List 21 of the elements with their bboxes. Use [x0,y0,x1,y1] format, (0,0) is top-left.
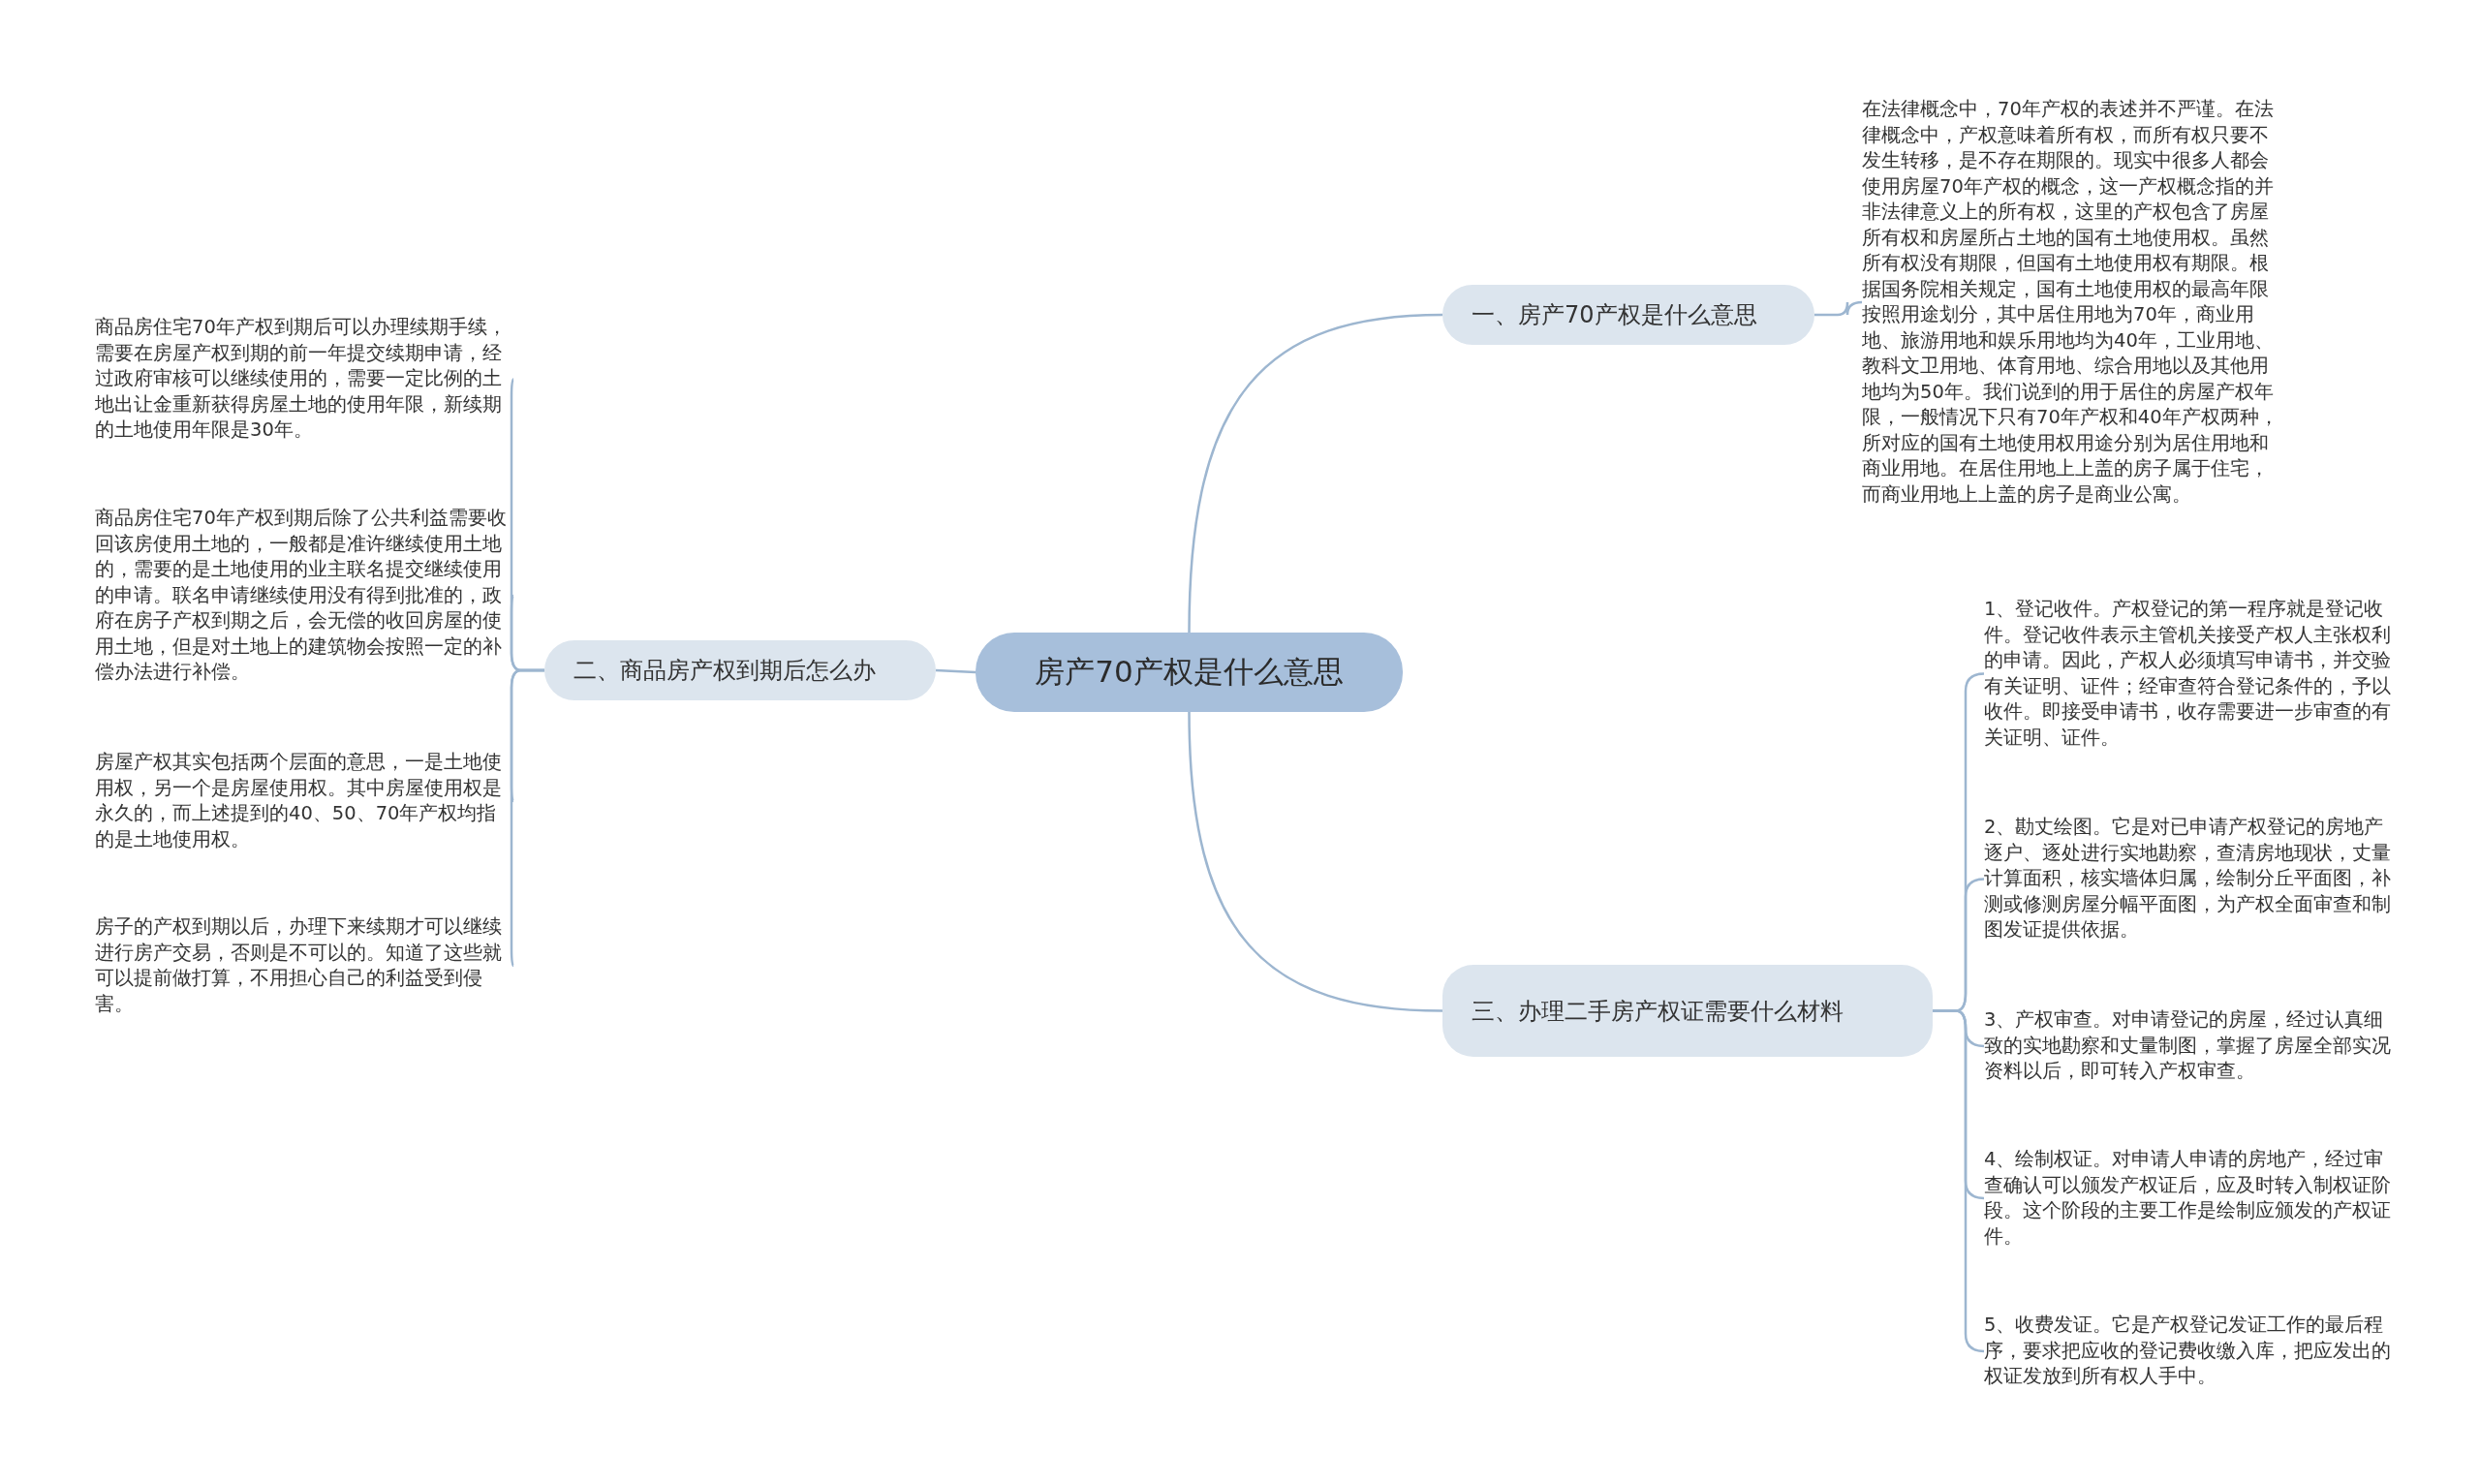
note-text: 商品房住宅70年产权到期后可以办理续期手续，需要在房屋产权到期的前一年提交续期申请，经过政府审核可以继续使用的，需要一定比例的土地出让金重新获得房屋土地的使用年限，新续期的土地使用年限是30年。 [95,316,507,441]
topic-label: 二、商品房产权到期后怎么办 [574,656,876,686]
note-text: 房屋产权其实包括两个层面的意思，一是土地使用权，另一个是房屋使用权。其中房屋使用权是永久的，而上述提到的40、50、70年产权均指的是土地使用权。 [95,751,502,850]
note-text: 在法律概念中，70年产权的表述并不严谨。在法律概念中，产权意味着所有权，而所有权只要不发生转移，是不存在期限的。现实中很多人都会使用房屋70年产权的概念，这一产权概念指的并非法律意义上的所有权，这里的产权包含了房屋所有权和房屋所占土地的国有土地使用权。虽然所有权没有期限，但国有土地使用权有期限。根据国务院相关规定，国有土地使用权的最高年限按照用途划分，其中居住用地为70年，商业用地、旅游用地和娱乐用地均为40年，工业用地、教科文卫用地、体育用地、综合用地以及其他用地均为50年。我们说到的用于居住的房屋产权年限，一般情况下只有70年产权和40年产权两种，所对应的国有土地使用权用途分别为居住用地和商业用地。在居住用地上上盖的房子属于住宅，而商业用地上上盖的房子是商业公寓。 [1862,98,2278,506]
connector-line [1188,313,1443,634]
note-text: 4、绘制权证。对申请人申请的房地产，经过审查确认可以颁发产权证后，应及时转入制权证阶段。这个阶段的主要工作是绘制应颁发的产权证件。 [1984,1148,2391,1248]
topic-label: 三、办理二手房产权证需要什么材料 [1472,996,1844,1027]
connector-line [510,668,544,967]
connector-line [935,668,976,674]
note-text: 商品房住宅70年产权到期后除了公共利益需要收回该房使用土地的，一般都是准许继续使用土地的，需要的是土地使用的业主联名提交继续使用的申请。联名申请继续使用没有得到批准的，政府在房子产权到期之后，会无偿的收回房屋的使用土地，但是对土地上的建筑物会按照一定的补偿办法进行补偿。 [95,507,507,683]
note-text: 房子的产权到期以后，办理下来续期才可以继续进行房产交易，否则是不可以的。知道了这些就可以提前做打算，不用担心自己的利益受到侵害。 [95,915,502,1015]
note-text: 3、产权审查。对申请登记的房屋，经过认真细致的实地勘察和丈量制图，掌握了房屋全部实况资料以后，即可转入产权审查。 [1984,1008,2391,1082]
note-text: 5、收费发证。它是产权登记发证工作的最后程序，要求把应收的登记费收缴入库，把应发出的权证发放到所有权人手中。 [1984,1314,2391,1387]
connector-line [1933,1009,1985,1353]
branch-topic-bubble [1442,965,1933,1057]
connector-line [1814,300,1863,317]
note-text: 1、登记收件。产权登记的第一程序就是登记收件。登记收件表示主管机关接受产权人主张权利的申请。因此，产权人必须填写申请书，并交验有关证明、证件；经审查符合登记条件的，予以收件。即接受申请书，收存需要进一步审查的有关证明、证件。 [1984,598,2391,749]
topic-label: 一、房产70产权是什么意思 [1472,300,1757,330]
note-text: 2、勘丈绘图。它是对已申请产权登记的房地产逐户、逐处进行实地勘察，查清房地现状，丈量计算面积，核实墙体归属，绘制分丘平面图，补测或修测房屋分幅平面图，为产权全面审查和制图发证提供依据。 [1984,816,2391,941]
topic-label: 房产70产权是什么意思 [1035,653,1344,691]
connector-line [1188,711,1443,1012]
